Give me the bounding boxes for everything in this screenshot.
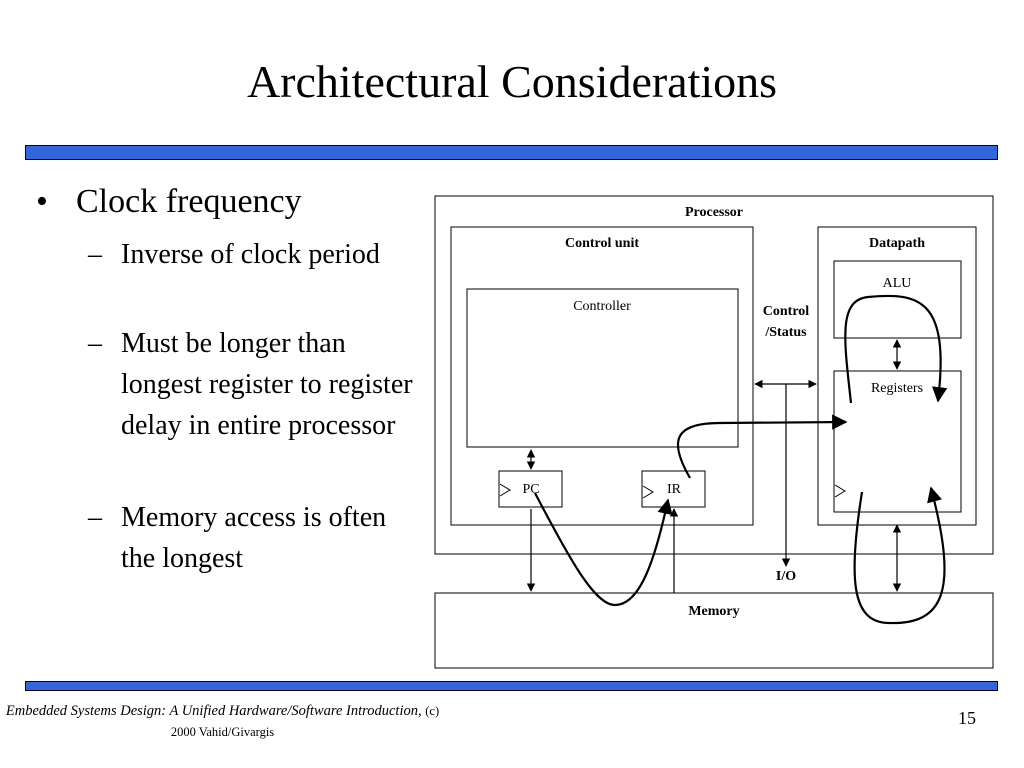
slide-title: Architectural Considerations <box>246 56 778 107</box>
ir-clock-icon <box>642 485 654 499</box>
dash-icon: – <box>88 239 102 270</box>
top-divider-bar <box>25 145 998 160</box>
pc-to-ir-path <box>534 492 673 607</box>
ir-to-registers-path <box>676 414 848 479</box>
alu-box <box>833 260 962 339</box>
processor-box <box>434 195 994 555</box>
sub-bullet-text: Must be longer than longest register to … <box>121 328 413 441</box>
control-unit-label: Control unit <box>565 236 639 251</box>
footer-citation: Embedded Systems Design: A Unified Hardw… <box>0 701 445 743</box>
page-number: 15 <box>958 708 976 728</box>
pc-box <box>498 470 563 508</box>
memory-box <box>434 592 994 669</box>
bullet-text: Clock frequency <box>76 183 302 220</box>
ir-box <box>641 470 706 508</box>
sub-bullet-text: Memory access is often the longest <box>121 502 387 574</box>
memory-label: Memory <box>688 604 739 619</box>
io-label: I/O <box>776 569 796 584</box>
registers-memory-loop <box>853 486 946 625</box>
ir-label: IR <box>667 482 682 497</box>
registers-box <box>833 370 962 513</box>
bullet-icon: • <box>36 183 48 220</box>
registers-clock-icon <box>834 484 846 498</box>
sub-bullet-text: Inverse of clock period <box>121 239 380 270</box>
controller-label: Controller <box>573 299 631 314</box>
datapath-box <box>817 226 977 526</box>
dash-icon: – <box>88 502 102 533</box>
pc-clock-icon <box>499 483 511 497</box>
alu-label: ALU <box>883 276 912 291</box>
controller-box <box>466 288 739 448</box>
registers-label: Registers <box>871 381 923 396</box>
datapath-label: Datapath <box>869 236 925 251</box>
control-status-label-line2: /Status <box>764 325 807 340</box>
footer-book-title: Embedded Systems Design: A Unified Hardw… <box>5 703 422 719</box>
footer-copyright: (c) 2000 Vahid/Givargis <box>170 704 440 739</box>
bottom-divider-bar <box>25 681 998 691</box>
control-unit-box <box>450 226 754 526</box>
control-status-label-line1: Control <box>763 304 810 319</box>
dash-icon: – <box>88 328 102 359</box>
alu-register-loop <box>844 294 948 404</box>
processor-label: Processor <box>685 205 743 220</box>
